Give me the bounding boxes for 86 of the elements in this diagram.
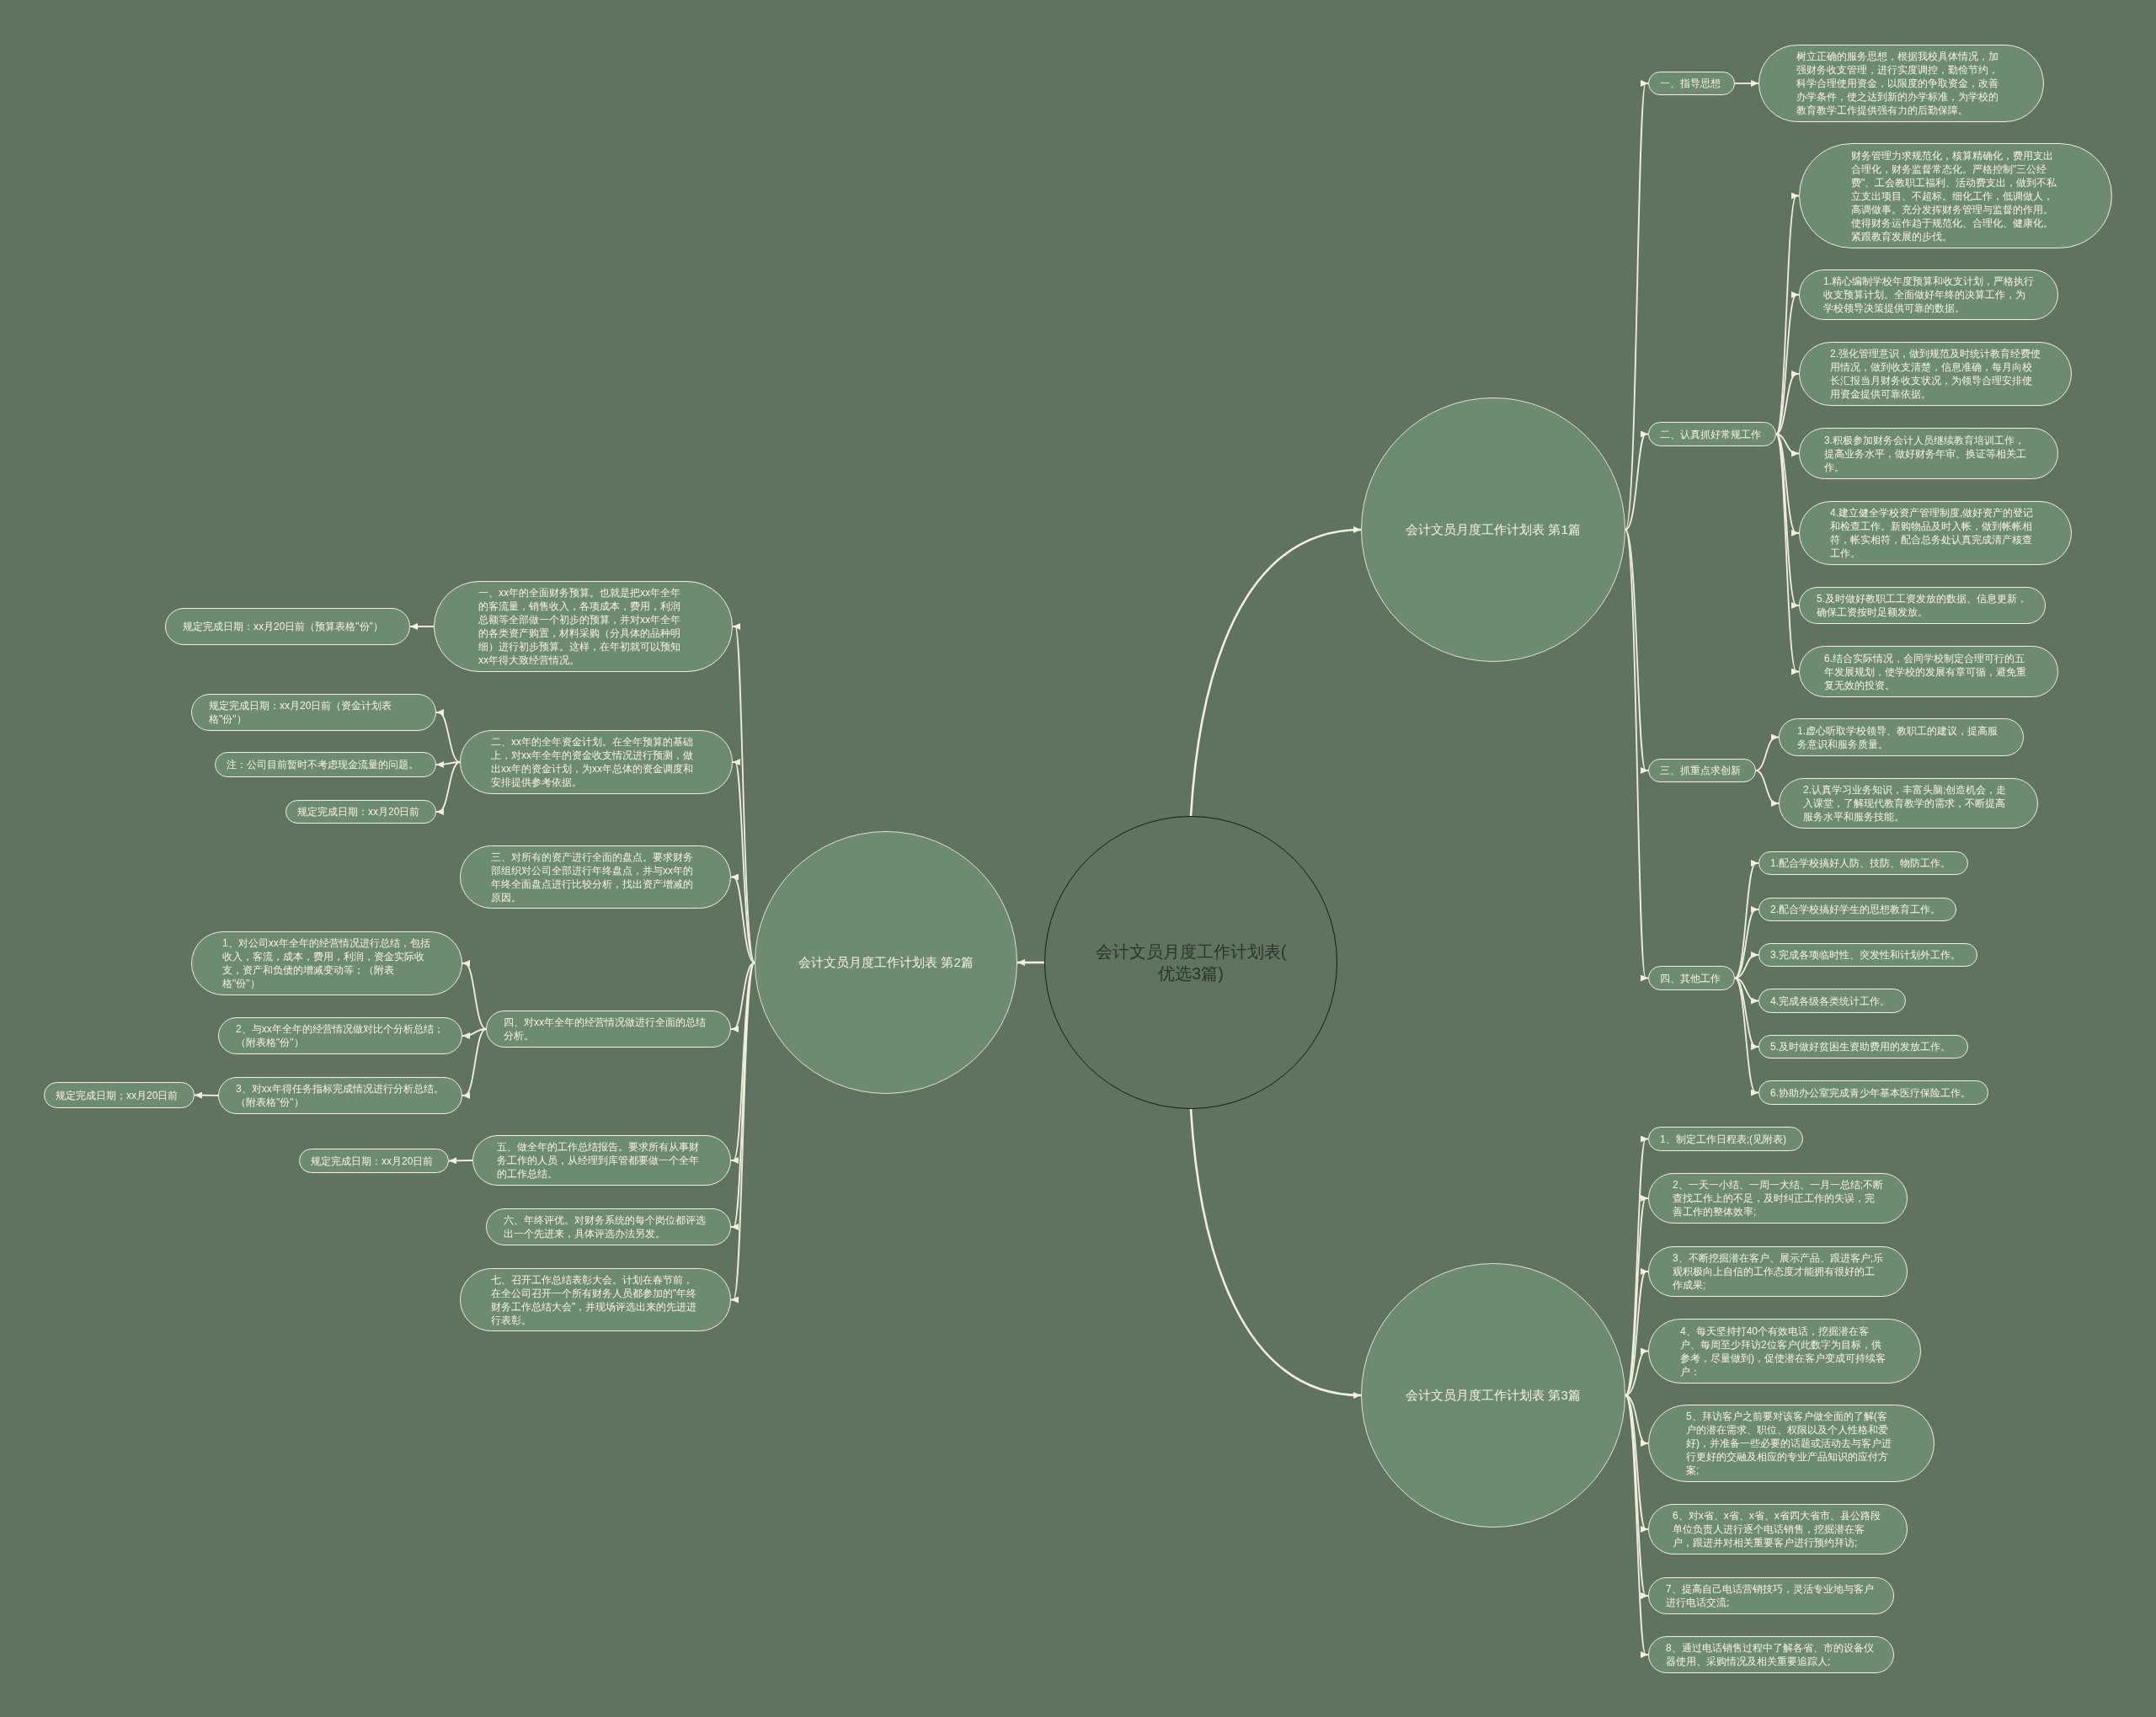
topic-pill: 二、认真抓好常规工作 [1648, 422, 1776, 446]
topic-pill: 2、与xx年全年的经营情况做对比个分析总结；（附表格"份"） [218, 1017, 462, 1054]
topic-pill: 规定完成日期：xx月20日前（预算表格"份"） [165, 608, 410, 645]
topic-pill: 六、年终评优。对财务系统的每个岗位都评选出一个先进来，具体评选办法另发。 [486, 1208, 731, 1245]
topic-pill: 6.协助办公室完成青少年基本医疗保险工作。 [1758, 1080, 1988, 1105]
topic-pill: 1.虚心听取学校领导、教职工的建议，提高服务意识和服务质量。 [1779, 718, 2024, 756]
arrow [1625, 1394, 1649, 1447]
topic-pill: 一、xx年的全面财务预算。也就是把xx年全年的客流量，销售收入，各项成本，费用，利润总额等全部做一个初步的预算，并对xx年全年的各类资产购置，材料采购（分具体的品种明细）进行初步预算。这样，在年初就可以预知xx年得大致经营情况。 [434, 581, 733, 672]
topic-pill: 3.完成各项临时性、突发性和计划外工作。 [1758, 943, 1977, 967]
arrow [1775, 433, 1800, 675]
topic-circle: 会计文员月度工作计划表 第1篇 [1361, 397, 1625, 662]
arrow [1189, 1108, 1362, 1399]
arrow [1625, 1394, 1649, 1599]
topic-pill: 三、抓重点求创新 [1648, 759, 1756, 782]
arrow [730, 962, 755, 1164]
arrow [1734, 977, 1759, 1096]
arrow [1755, 770, 1780, 807]
arrow [1625, 1347, 1649, 1396]
topic-pill: 四、对xx年全年的经营情况做进行全面的总结分析。 [486, 1010, 731, 1048]
arrow [1625, 529, 1649, 982]
topic-pill: 5.及时做好教职工工资发放的数据、信息更新，确保工资按时足额发放。 [1799, 587, 2046, 624]
topic-pill: 4、每天坚持打40个有效电话，挖掘潜在客户、每周至少拜访2位客户(此数字为目标，供参考，尽量做到)，促使潜在客户变成可持续客户： [1648, 1319, 1921, 1384]
arrow [1755, 733, 1780, 771]
arrow [730, 962, 755, 1304]
topic-pill: 注：公司目前暂时不考虑现金流量的问题。 [215, 752, 436, 777]
arrow [1734, 80, 1759, 87]
arrow [1775, 433, 1800, 536]
topic-pill: 4.完成各级各类统计工作。 [1758, 989, 1906, 1013]
topic-pill: 5.及时做好贫困生资助费用的发放工作。 [1758, 1035, 1968, 1058]
topic-pill: 3、对xx年得任务指标完成情况进行分析总结。（附表格"份"） [218, 1077, 462, 1114]
topic-circle: 会计文员月度工作计划表 第3篇 [1361, 1263, 1625, 1528]
topic-pill: 4.建立健全学校资产管理制度,做好资产的登记和检查工作。新购物品及时入帐，做到帐帐相符，帐实相符，配合总务处认真完成清产核查工作。 [1799, 501, 2072, 565]
topic-pill: 规定完成日期：xx月20日前 [286, 800, 436, 824]
arrow [732, 623, 755, 963]
arrow [1734, 906, 1759, 979]
topic-pill: 1.配合学校搞好人防、技防、物防工作。 [1758, 851, 1968, 875]
topic-pill: 规定完成日期：xx月20日前 [299, 1149, 449, 1173]
topic-pill: 5、拜访客户之前要对该客户做全面的了解(客户的潜在需求、职位、权限以及个人性格和爱好)，并准备一些必要的话题或活动去与客户进行更好的交融及相应的专业产品知识的应付方案; [1648, 1405, 1935, 1482]
topic-pill: 1、制定工作日程表;(见附表) [1648, 1127, 1803, 1151]
topic-pill: 3、不断挖掘潜在客户、展示产品、跟进客户;乐观积极向上自信的工作态度才能拥有很好的工作成果; [1648, 1246, 1908, 1297]
arrow [409, 623, 435, 630]
arrow [1625, 529, 1649, 774]
topic-pill: 1.精心编制学校年度预算和收支计划，严格执行收支预算计划。全面做好年终的决算工作，为学校领导决策提供可靠的数据。 [1799, 269, 2058, 320]
topic-pill: 四、其他工作 [1648, 966, 1735, 990]
topic-pill: 二、xx年的全年资金计划。在全年预算的基础上，对xx年全年的资金收支情况进行预测，做出xx年的资金计划，为xx年总体的资金调度和安排提供参考依据。 [460, 730, 733, 794]
arrow [730, 962, 755, 1230]
arrow [1775, 433, 1800, 457]
arrow [1625, 430, 1649, 531]
arrow [1189, 526, 1362, 817]
topic-pill: 三、对所有的资产进行全面的盘点。要求财务部组织对公司全部进行年终盘点，并与xx年的年终全面盘点进行比较分析，找出资产增减的原因。 [460, 845, 731, 909]
arrow [1775, 291, 1800, 435]
arrow [730, 873, 755, 963]
topic-pill: 8、通过电话销售过程中了解各省、市的设备仪器使用、采购情况及相关重要追踪人; [1648, 1636, 1894, 1673]
topic-pill: 五、做全年的工作总结报告。要求所有从事财务工作的人员，从经理到库管都要做一个全年的工作总结。 [472, 1135, 731, 1186]
arrow [462, 960, 487, 1030]
topic-pill: 6.结合实际情况，会同学校制定合理可行的五年发展规划，使学校的发展有章可循，避免重复无效的投资。 [1799, 646, 2058, 697]
arrow [194, 1091, 219, 1099]
arrow [435, 761, 461, 815]
arrow [1017, 959, 1044, 966]
topic-pill: 规定完成日期；xx月20日前 [44, 1082, 195, 1108]
arrow [462, 1028, 487, 1039]
topic-pill: 7、提高自己电话营销技巧，灵活专业地与客户进行电话交流; [1648, 1577, 1894, 1614]
topic-pill: 1、对公司xx年全年的经营情况进行总结，包括收入，客流，成本，费用，利润，资金实际收支，资产和负债的增减变动等；（附表格"份"） [191, 931, 462, 995]
arrow [1625, 1268, 1649, 1396]
topic-pill: 6、对x省、x省、x省、x省四大省市、县公路段单位负责人进行逐个电话销售，挖掘潜在客户，跟进并对相关重要客户进行预约拜访; [1648, 1504, 1908, 1554]
arrow [435, 761, 461, 768]
topic-pill: 财务管理力求规范化，核算精确化，费用支出合理化，财务监督常态化。严格控制"三公经费"、工会教职工福利、活动费支出，做到不私立支出项目、不超标。细化工作，低调做人，高调做事。充分发挥财务管理与监督的作用。使得财务运作趋于规范化、合理化、健康化。紧跟教育发展的步伐。 [1799, 143, 2112, 248]
topic-circle: 会计文员月度工作计划表 第2篇 [755, 831, 1017, 1094]
topic-pill: 3.积极参加财务会计人员继续教育培训工作，提高业务水平，做好财务年审、换证等相关工作。 [1799, 428, 2058, 479]
topic-pill: 2.强化管理意识，做到规范及时统计教育经费使用情况，做到收支清楚，信息准确，每月向校长汇报当月财务收支状况，为领导合理安排使用资金提供可靠依据。 [1799, 342, 2072, 406]
topic-pill: 树立正确的服务思想，根据我校具体情况，加强财务收支管理，进行实度调控，勤俭节约，科学合理使用资金，以限度的争取资金，改善办学条件，使之达到新的办学标准，为学校的教育教学工作提供强有力的后勤保障。 [1758, 45, 2044, 122]
topic-pill: 规定完成日期：xx月20日前（资金计划表格"份"） [191, 694, 436, 731]
arrow [435, 709, 461, 763]
topic-pill: 2.配合学校搞好学生的思想教育工作。 [1758, 898, 1956, 921]
topic-pill: 2、一天一小结、一周一大结、一月一总结;不断查找工作上的不足，及时纠正工作的失误，完善工作的整体效率; [1648, 1173, 1908, 1224]
arrow [1625, 1135, 1649, 1396]
arrow [448, 1157, 473, 1165]
arrow [1775, 371, 1800, 435]
topic-pill: 七、召开工作总结表彰大会。计划在春节前，在全公司召开一个所有财务人员都参加的"年终财务工作总结大会"，并现场评选出来的先进进行表彰。 [460, 1268, 731, 1331]
arrow [462, 1028, 487, 1099]
arrow [730, 962, 755, 1032]
arrow [1625, 1394, 1649, 1658]
topic-pill: 2.认真学习业务知识，丰富头脑;创造机会，走入课堂，了解现代教育教学的需求，不断提高服务水平和服务技能。 [1779, 778, 2038, 829]
arrow [1625, 80, 1649, 531]
central-topic-circle: 会计文员月度工作计划表(优选3篇) [1044, 816, 1337, 1109]
topic-pill: 一、指导思想 [1648, 72, 1735, 95]
